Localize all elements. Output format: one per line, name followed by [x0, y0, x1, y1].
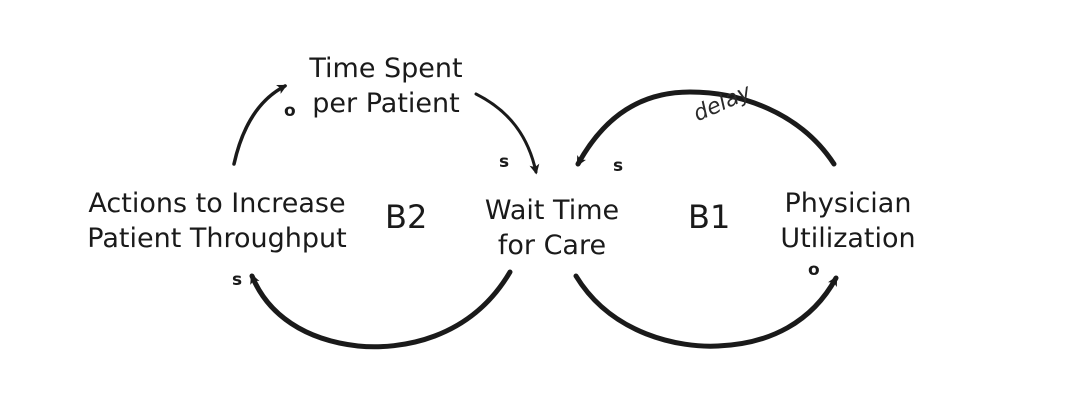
- polarity-actions-to-time-spent: o: [284, 101, 296, 121]
- node-wait-time-line2: for Care: [497, 230, 607, 261]
- node-time-spent-line2: per Patient: [312, 88, 460, 119]
- node-physician-line1: Physician: [784, 188, 912, 219]
- polarity-time-spent-to-wait-time: s: [499, 152, 510, 172]
- arrow-time-spent-to-wait-time: [474, 92, 540, 175]
- node-actions-line1: Actions to Increase: [88, 188, 346, 219]
- node-physician-line2: Utilization: [780, 223, 916, 254]
- node-actions-line2: Patient Throughput: [87, 223, 347, 254]
- loop-label-b2: B2: [385, 198, 428, 236]
- node-wait-time-for-care: Wait Time for Care: [478, 193, 626, 263]
- arrow-wait-time-to-actions: [249, 269, 513, 350]
- polarity-physician-to-wait-time: s: [613, 156, 624, 176]
- node-physician-utilization: Physician Utilization: [768, 186, 928, 256]
- arrow-physician-to-wait-time: [575, 89, 837, 167]
- node-time-spent-per-patient: Time Spent per Patient: [304, 51, 468, 121]
- node-time-spent-line1: Time Spent: [309, 53, 463, 84]
- node-actions-to-increase-throughput: Actions to Increase Patient Throughput: [78, 186, 356, 256]
- arrow-actions-to-time-spent: [232, 84, 288, 166]
- loop-label-b1: B1: [688, 198, 731, 236]
- arrow-wait-time-to-physician: [573, 273, 839, 349]
- node-wait-time-line1: Wait Time: [484, 195, 620, 226]
- polarity-wait-time-to-actions: s: [232, 270, 243, 290]
- polarity-wait-time-to-physician: o: [808, 260, 820, 280]
